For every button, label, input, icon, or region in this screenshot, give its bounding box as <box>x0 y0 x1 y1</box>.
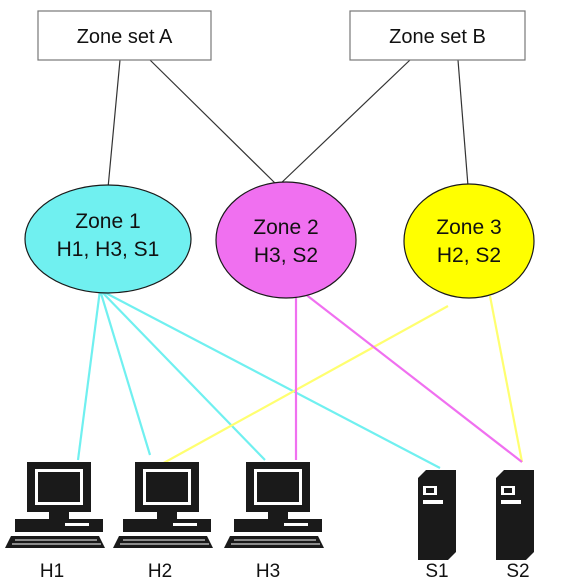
host-computer-icon <box>112 461 214 549</box>
device-h1: H1 <box>4 461 106 582</box>
zone-2-title: Zone 2 <box>253 216 318 239</box>
host-computer-icon <box>223 461 325 549</box>
storage-server-icon <box>496 470 534 560</box>
zone-3-members: H2, S2 <box>437 244 501 267</box>
link-zone-3-s2 <box>488 295 524 463</box>
zone-2-members: H3, S2 <box>254 244 318 267</box>
zone-1-title: Zone 1 <box>75 210 140 233</box>
host-computer-icon <box>4 461 106 549</box>
zone-1: Zone 1 H1, H3, S1 <box>24 184 192 294</box>
device-h2-label: H2 <box>148 561 172 582</box>
zone-3: Zone 3 H2, S2 <box>403 183 535 299</box>
link-zone-1-h1 <box>76 289 102 461</box>
zone-set-a-box <box>37 10 212 61</box>
zone-set-b-label: Zone set B <box>389 26 486 48</box>
link-set-b-zone-3 <box>457 59 469 187</box>
zone-1-members: H1, H3, S1 <box>57 238 160 261</box>
link-set-a-zone-2 <box>149 59 279 187</box>
link-set-a-zone-1 <box>107 59 121 189</box>
link-zone-2-s2 <box>299 289 523 463</box>
zone-set-a: Zone set A <box>37 10 212 61</box>
link-zone-1-h3 <box>99 289 266 461</box>
zone-device-links <box>76 289 524 469</box>
device-s2-label: S2 <box>506 561 529 582</box>
device-s2: S2 <box>496 470 534 582</box>
link-zone-1-s1 <box>99 289 441 469</box>
device-s1-label: S1 <box>425 561 448 582</box>
zone-set-b-box <box>349 10 526 61</box>
storage-server-icon <box>418 470 456 560</box>
zone-set-a-label: Zone set A <box>77 26 173 48</box>
link-set-b-zone-2 <box>277 59 411 187</box>
link-zone-1-extra <box>98 289 152 456</box>
device-h1-label: H1 <box>40 561 64 582</box>
zone-3-ellipse <box>403 183 535 299</box>
zone-1-ellipse <box>24 184 192 294</box>
zone-2-ellipse <box>215 181 357 299</box>
device-h2: H2 <box>112 461 214 582</box>
zone-2: Zone 2 H3, S2 <box>215 181 357 299</box>
device-h3-label: H3 <box>256 561 280 582</box>
zone-3-title: Zone 3 <box>436 216 501 239</box>
device-h3: H3 <box>223 461 325 582</box>
device-s1: S1 <box>418 470 456 582</box>
zone-set-links <box>107 59 469 189</box>
link-zone-3-h2 <box>159 305 449 466</box>
zone-set-b: Zone set B <box>349 10 526 61</box>
